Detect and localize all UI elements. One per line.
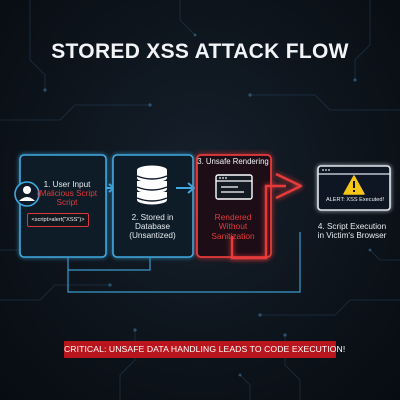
arrow-2-3	[176, 182, 196, 194]
warning-icon	[343, 175, 365, 195]
step-3-note: Rendered Without Sanitization	[211, 212, 255, 241]
red-attack-arrow	[230, 172, 303, 260]
step-4-label: 4. Script Execution in Victim's Browser	[317, 222, 387, 241]
database-icon	[136, 165, 168, 205]
critical-banner: CRITICAL: UNSAFE DATA HANDLING LEADS TO …	[64, 341, 345, 358]
step-1-title: 1. User Input	[43, 180, 91, 189]
user-icon	[14, 181, 40, 207]
alert-message: ALERT: XSS Executed!	[325, 197, 385, 203]
malicious-script-snippet: <script>alert("XSS")>	[27, 213, 89, 227]
browser-window-icon	[215, 174, 253, 200]
step-1-note: (Malicious Script	[36, 189, 98, 199]
step-3-label: 3. Unsafe Rendering	[197, 157, 269, 166]
step-2-box	[112, 154, 194, 258]
step-2-label: 2. Stored in Database (Unsantized)	[129, 213, 176, 241]
step-1-label: 1. User Input (Malicious Script Script	[36, 180, 98, 208]
feedback-line	[67, 232, 301, 293]
diagram-title: STORED XSS ATTACK FLOW	[51, 40, 349, 63]
step-1-box	[19, 154, 107, 258]
step-3-box	[196, 154, 272, 258]
